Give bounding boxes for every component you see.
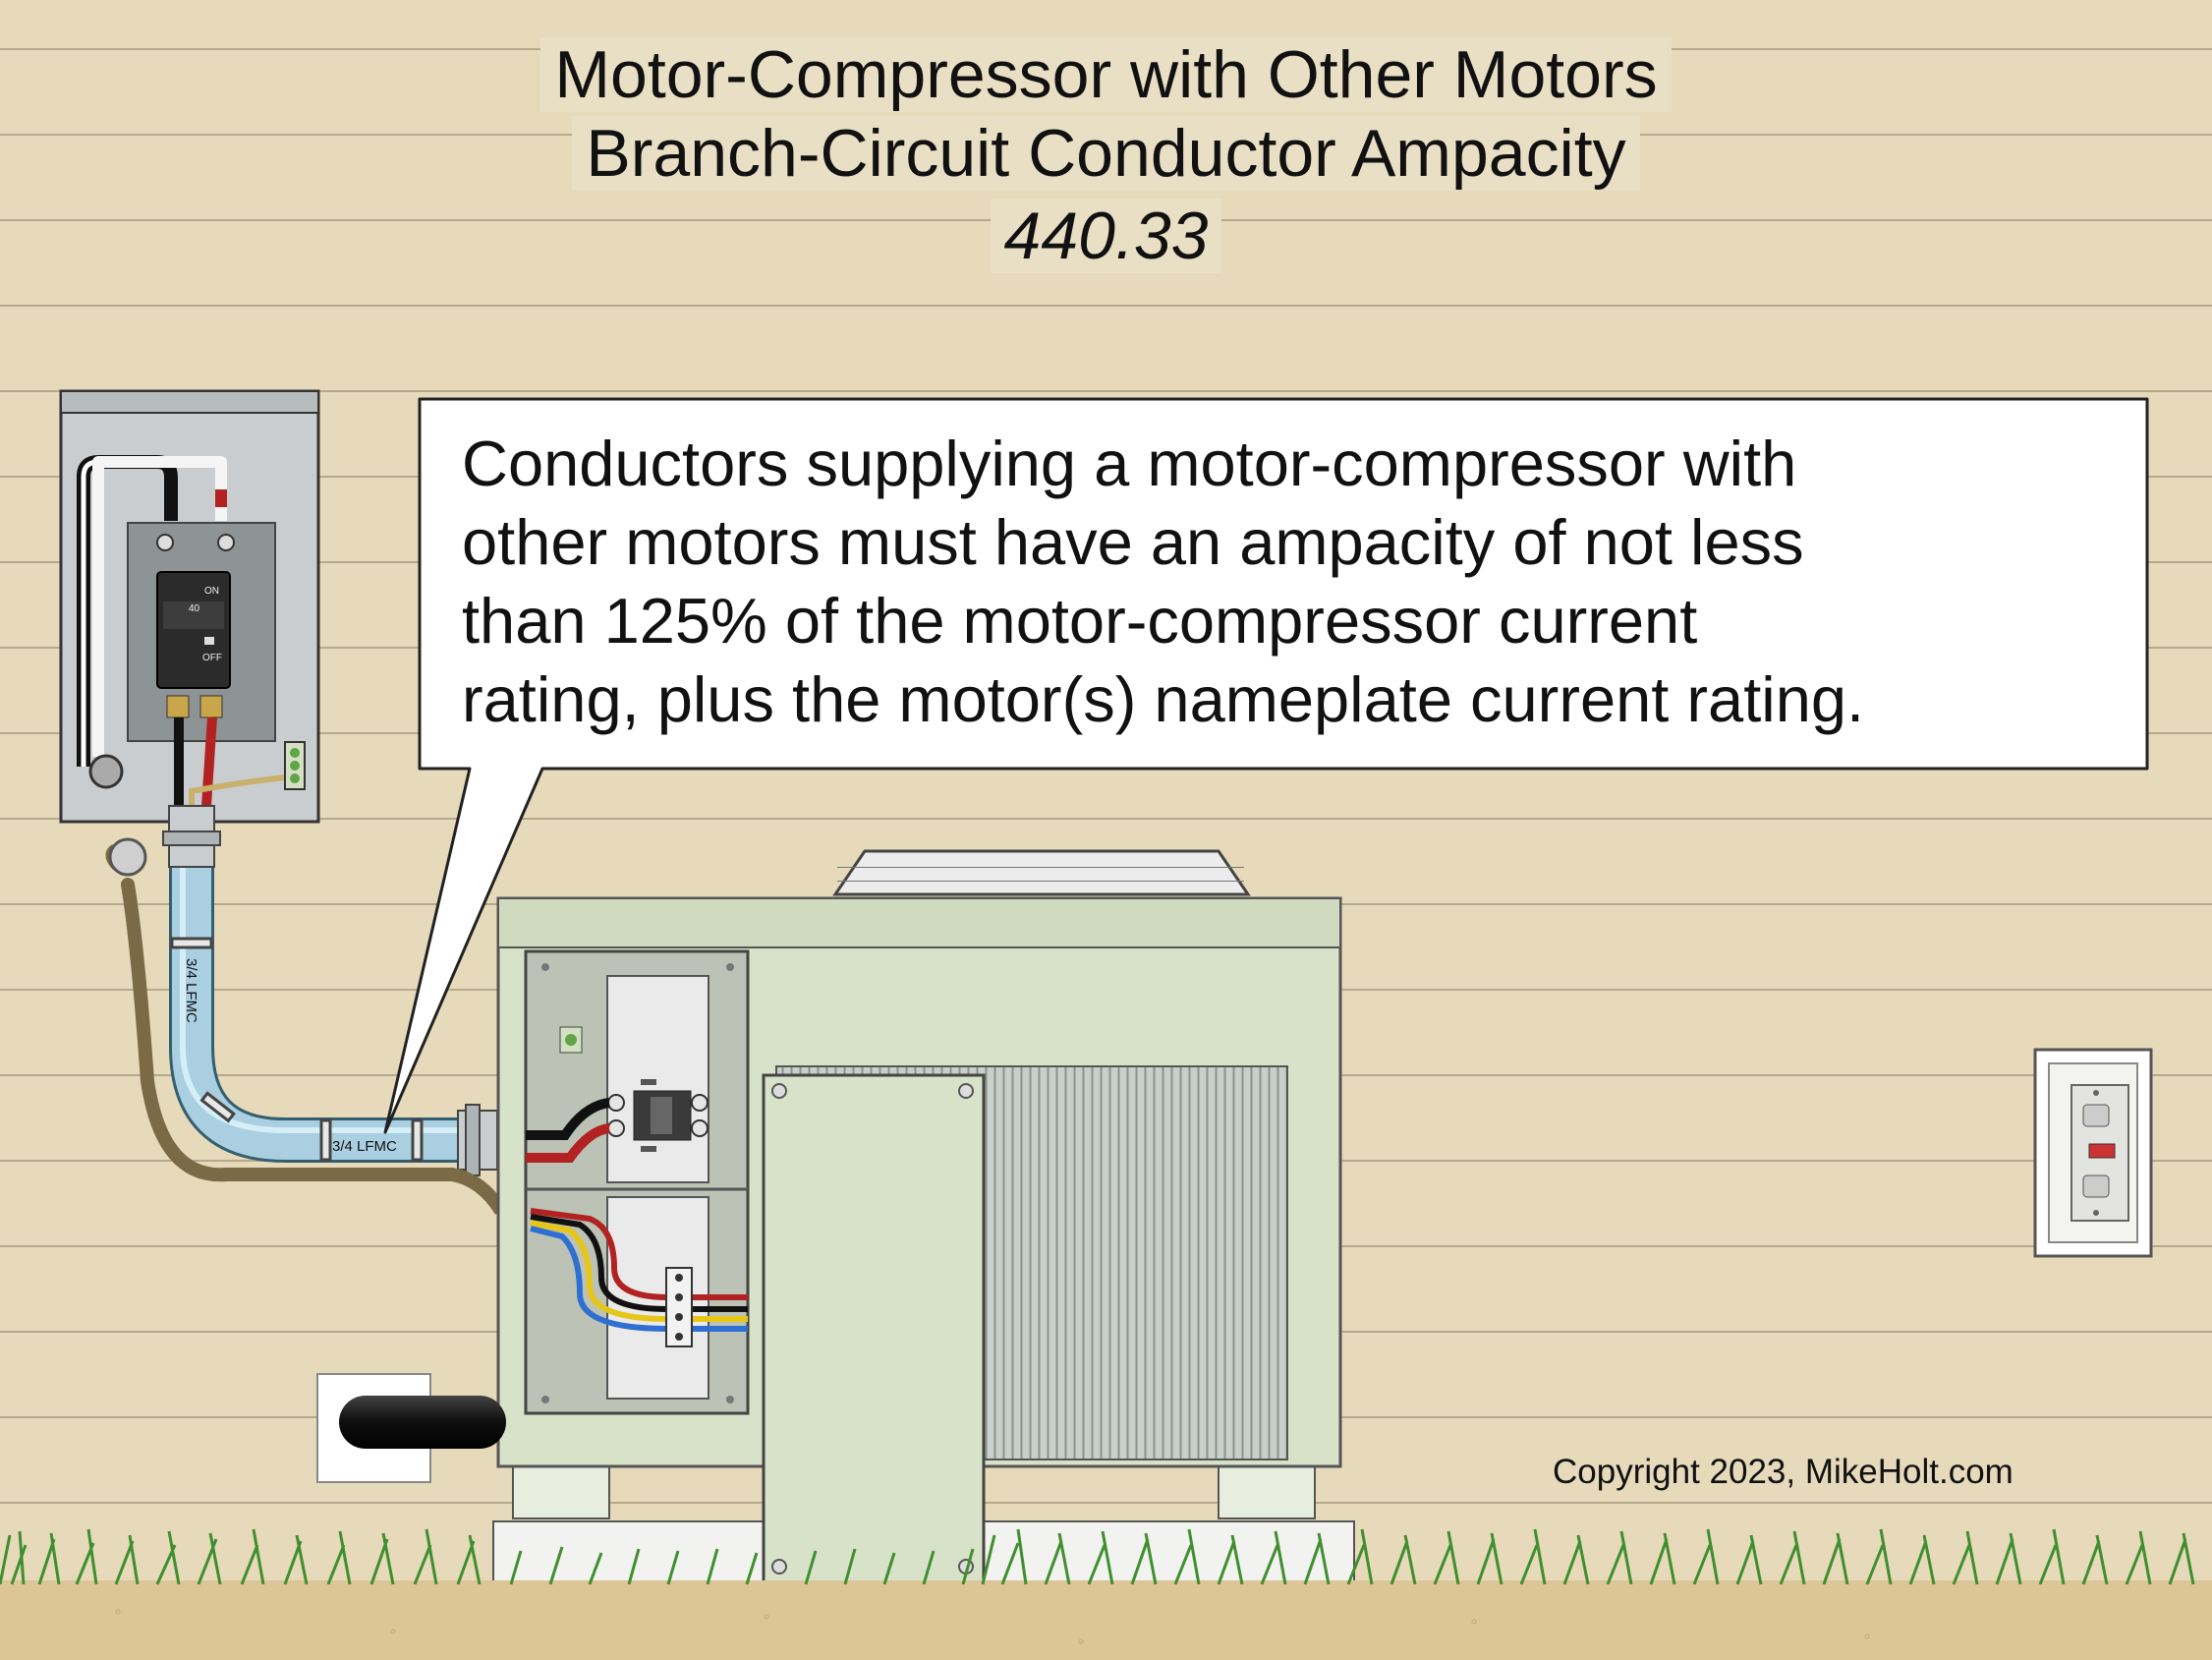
callout-text: Conductors supplying a motor-compressor … (462, 425, 2132, 739)
conduit-label-vertical: 3/4 LFMC (183, 958, 199, 1023)
title-line-2: Branch-Circuit Conductor Ampacity (0, 116, 2212, 191)
title-line-1: Motor-Compressor with Other Motors (0, 37, 2212, 112)
breaker-off-label: OFF (202, 653, 222, 663)
copyright-notice: Copyright 2023, MikeHolt.com (1553, 1453, 2013, 1491)
code-section-text: 440.33 (990, 199, 1222, 273)
disconnect-panel: ON 40 OFF (59, 389, 320, 824)
breaker-on-label: ON (204, 586, 219, 597)
callout-line: rating, plus the motor(s) nameplate curr… (462, 663, 1865, 735)
title-line-1-text: Motor-Compressor with Other Motors (540, 37, 1672, 112)
callout-line: Conductors supplying a motor-compressor … (462, 428, 1797, 499)
title-line-2-text: Branch-Circuit Conductor Ampacity (572, 116, 1640, 191)
gfci-receptacle (2033, 1048, 2153, 1258)
callout-balloon (383, 397, 2149, 1134)
ground-grass (0, 1528, 2212, 1660)
refrigerant-line (316, 1373, 506, 1483)
callout-line: other motors must have an ampacity of no… (462, 506, 1804, 578)
code-section: 440.33 (0, 199, 2212, 273)
callout-line: than 125% of the motor-compressor curren… (462, 585, 1698, 657)
breaker-rating-label: 40 (189, 603, 200, 614)
condensing-unit (492, 849, 1355, 1591)
lfmc-conduit: 3/4 LFMC 3/4 LFMC (105, 805, 507, 1215)
conduit-label-horizontal: 3/4 LFMC (332, 1138, 397, 1155)
